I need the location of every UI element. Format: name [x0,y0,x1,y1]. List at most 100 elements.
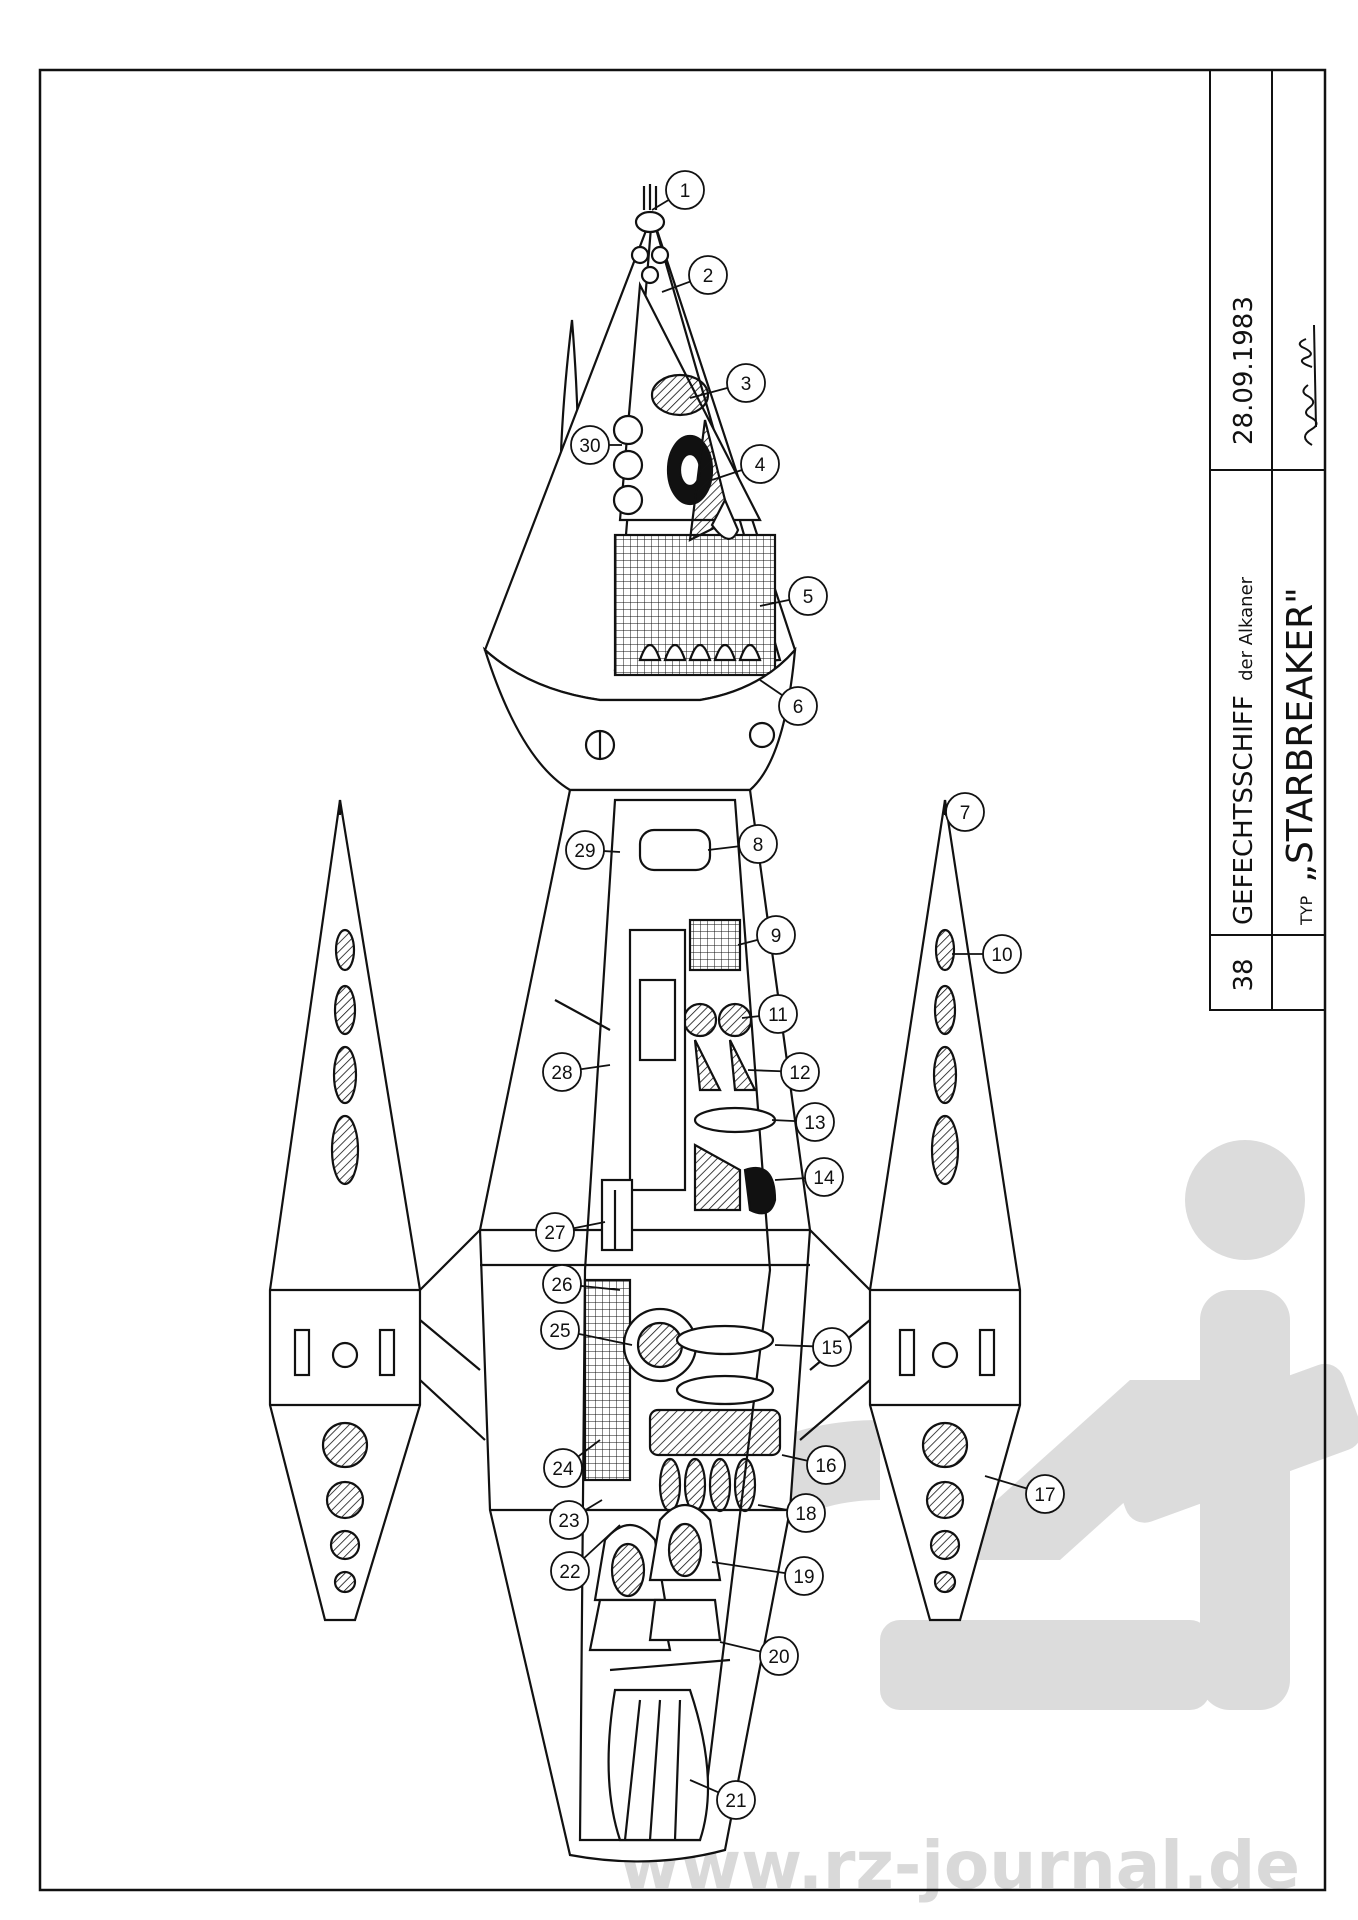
callout-number: 12 [789,1063,810,1084]
callout-4: 4 [711,444,780,484]
callout-28: 28 [542,1052,611,1092]
callout-number: 24 [552,1459,574,1480]
callout-30: 30 [570,425,622,465]
callout-bubble [570,425,610,465]
callout-6: 6 [759,679,818,726]
callout-12: 12 [747,1052,820,1092]
callout-leader-line [711,469,743,481]
callout-16: 16 [781,1445,846,1485]
callout-leader-line [661,280,691,293]
callout-bubble [688,255,728,295]
callout-9: 9 [737,915,796,955]
callout-leader-line [689,1779,719,1794]
callout-number: 4 [755,455,766,476]
callout-leader-line [689,387,728,399]
nose-cone [483,184,797,702]
callout-leader-line [719,1641,761,1653]
callout-number: 26 [551,1275,572,1296]
callout-leader-line [651,199,670,211]
callout-18: 18 [757,1493,826,1533]
sheet-number: 38 [1229,958,1259,991]
callout-number: 21 [725,1791,746,1812]
ship-type-line: TYP „STARBREAKER" [1280,587,1321,926]
callout-15: 15 [774,1327,852,1367]
callout-leader-line [759,679,783,697]
callout-number: 30 [579,436,600,457]
callout-number: 1 [680,181,691,202]
callout-leader-line [984,1475,1028,1490]
callout-bubble [778,686,818,726]
callout-bubble [549,1500,589,1540]
callout-bubble [945,792,985,832]
callout-leader-line [771,1119,797,1123]
callout-17: 17 [984,1474,1065,1514]
callout-number: 13 [804,1113,825,1134]
callout-bubble [780,1052,820,1092]
callout-27: 27 [535,1212,606,1252]
callout-number: 20 [768,1647,789,1668]
callout-bubble [982,934,1022,974]
callout-bubble [542,1264,582,1304]
callout-number: 3 [741,374,752,395]
callout-number: 8 [753,835,764,856]
ship-cutaway-drawing [268,184,1022,1863]
callout-bubble [804,1157,844,1197]
callout-number: 16 [815,1456,836,1477]
callout-bubble [1025,1474,1065,1514]
callout-25: 25 [540,1310,633,1350]
callout-leader-line [757,1504,788,1511]
callout-23: 23 [549,1499,603,1540]
callout-number: 22 [559,1562,580,1583]
callout-number: 2 [703,266,714,287]
nose-collar [482,646,797,792]
callout-number: 27 [544,1223,565,1244]
callout-bubble [812,1327,852,1367]
main-hull [478,788,812,1863]
callout-number: 19 [793,1567,814,1588]
callout-8: 8 [707,824,778,864]
callout-bubble [716,1780,756,1820]
callout-bubble [795,1102,835,1142]
watermark-logo [640,1140,1358,1710]
callout-29: 29 [565,830,621,870]
callout-leader-line [774,1177,806,1181]
callout-number: 29 [574,841,595,862]
callout-bubble [786,1493,826,1533]
callout-5: 5 [759,576,828,616]
callout-number: 23 [558,1511,579,1532]
callout-leader-line [603,850,621,853]
callout-bubble [784,1556,824,1596]
callout-number: 15 [821,1338,842,1359]
callout-number: 6 [793,697,804,718]
callout-leader-line [707,845,740,851]
callout-leader-line [577,1439,601,1458]
callout-bubble [726,363,766,403]
callout-21: 21 [689,1779,756,1820]
callout-leader-line [747,1069,782,1073]
callout-bubble [740,444,780,484]
callout-7: 7 [944,792,985,832]
ship-type-name: „STARBREAKER" [1280,587,1321,882]
callout-leader-line [580,1064,611,1071]
callout-24: 24 [543,1439,601,1488]
callout-number: 9 [771,926,782,947]
callout-leader-line [578,1332,633,1346]
callout-number: 10 [991,945,1012,966]
callout-bubble [758,994,798,1034]
callout-bubble [756,915,796,955]
callout-bubble [665,170,705,210]
callout-number: 5 [803,587,814,608]
callout-10: 10 [952,934,1022,974]
ship-heading: GEFECHTSSCHIFF der Alkaner [1229,576,1259,925]
callout-bubble [565,830,605,870]
callout-number: 14 [813,1168,835,1189]
callout-leader-line [583,1524,621,1559]
callout-19: 19 [711,1556,824,1596]
callout-leader-line [580,1285,621,1291]
callout-3: 3 [689,363,766,403]
callout-2: 2 [661,255,728,295]
callout-number: 18 [795,1504,816,1525]
callout-1: 1 [651,170,705,211]
callout-14: 14 [774,1157,844,1197]
